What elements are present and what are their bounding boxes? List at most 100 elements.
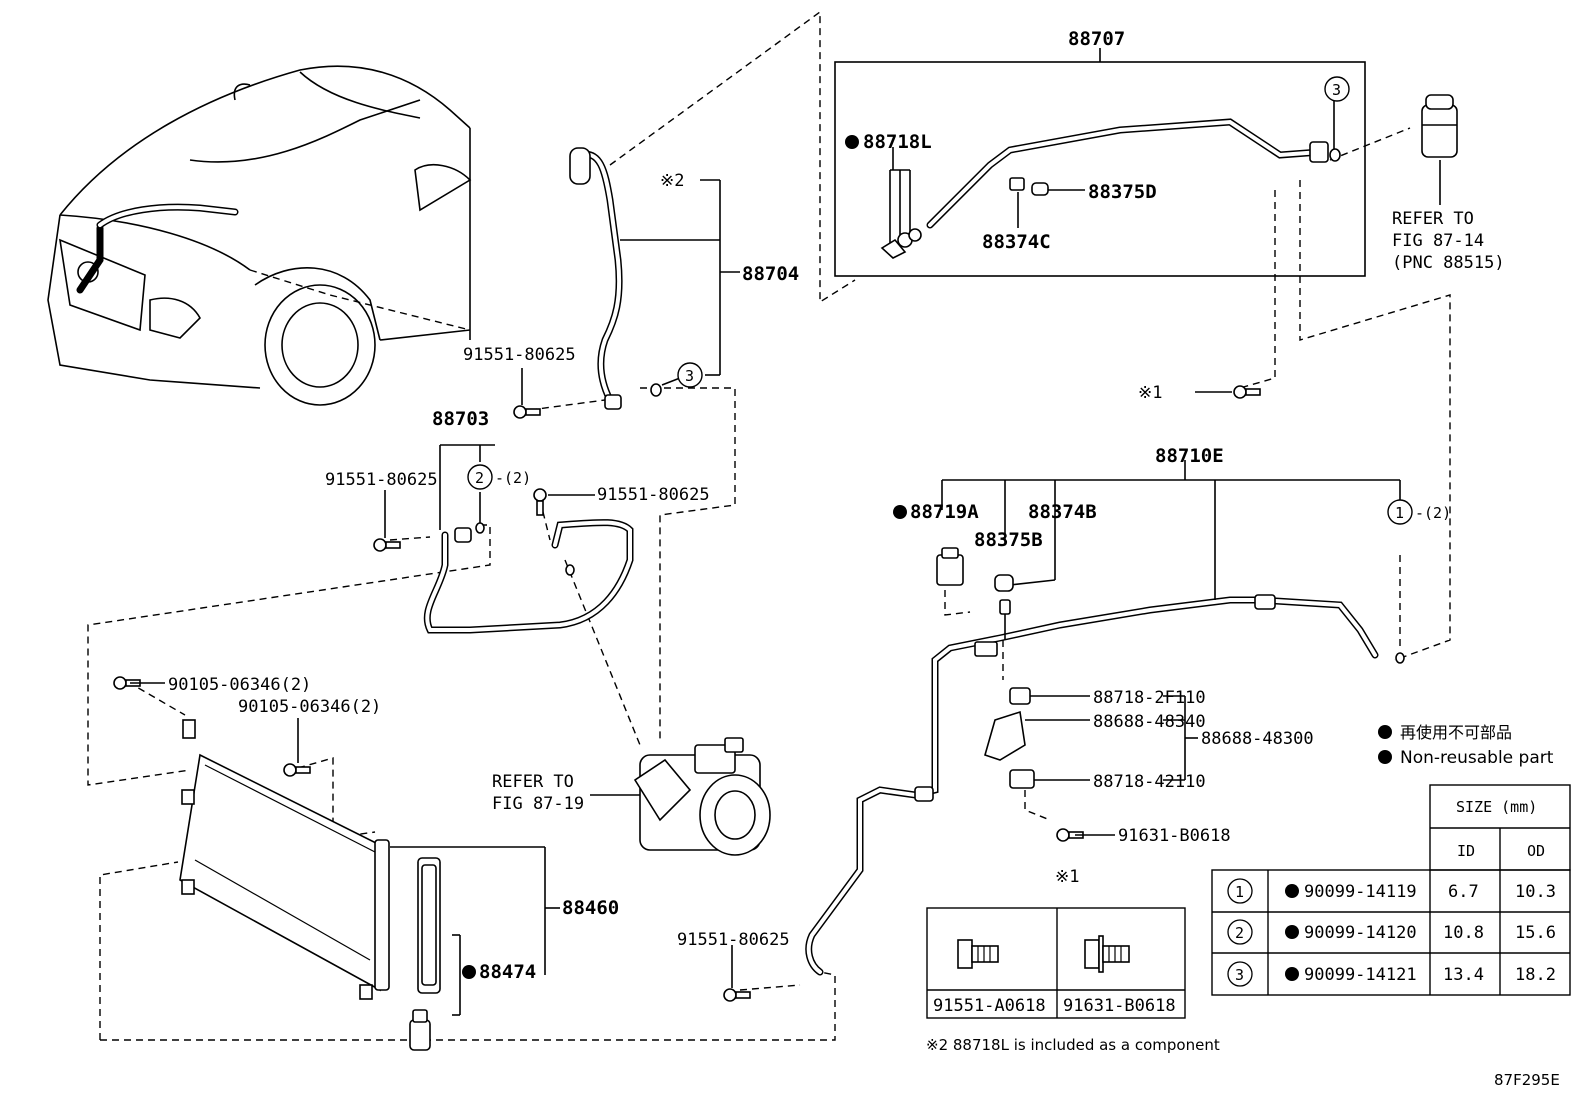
table-row-od: 18.2: [1515, 965, 1556, 985]
non-reusable-dot-icon: [1285, 884, 1299, 898]
table-row-circle: 1: [1235, 883, 1244, 901]
table-row-part: 90099-14121: [1304, 965, 1417, 985]
label-88375D: 88375D: [1088, 181, 1157, 203]
bolt-box-left: 91551-A0618: [933, 996, 1046, 1016]
non-reusable-dot-icon: [893, 505, 907, 519]
label-91631-B0618: 91631-B0618: [1118, 826, 1231, 846]
table-row-circle: 2: [1235, 924, 1244, 942]
label-88375B: 88375B: [974, 529, 1043, 551]
leader-lines: [130, 147, 1232, 988]
circle-3-table: [1227, 961, 1253, 987]
label-91551-c: 91551-80625: [597, 485, 710, 505]
vehicle-illustration: [47, 65, 472, 406]
bolt-icon: [1233, 385, 1261, 399]
assembly-88707-box: [834, 48, 1366, 277]
label-refer-line2: FIG 87-14: [1392, 231, 1484, 251]
table-row-part: 90099-14119: [1304, 882, 1417, 902]
note2-mark: ※2: [660, 171, 684, 191]
circle-2-qty: -(2): [495, 469, 531, 487]
label-91551-a: 91551-80625: [463, 345, 576, 365]
circle-2: [467, 464, 493, 490]
legend-jp: 再使用不可部品: [1400, 723, 1512, 742]
callout-labels: 88707 88718L 88375D 88374C REFER TO FIG …: [168, 28, 1560, 1089]
label-88719A: 88719A: [910, 501, 979, 523]
bolt-icon: [723, 988, 751, 1002]
legend: 再使用不可部品 Non-reusable part: [1378, 723, 1554, 768]
non-reusable-dot-icon: [462, 965, 476, 979]
label-88710E: 88710E: [1155, 445, 1224, 467]
hose-88704: [569, 147, 740, 410]
compressor-illustration: [590, 737, 771, 856]
label-88718-42110: 88718-42110: [1093, 772, 1206, 792]
non-reusable-dot-icon: [1285, 925, 1299, 939]
hose-88703: [423, 444, 634, 634]
legend-en: Non-reusable part: [1400, 748, 1554, 768]
circle-3-top: [1324, 76, 1350, 102]
bolt-box-mark: ※1: [1055, 867, 1079, 887]
label-88474: 88474: [479, 961, 536, 983]
label-refer-comp-line1: REFER TO: [492, 772, 574, 792]
label-88703: 88703: [432, 408, 489, 430]
table-row-circle: 3: [1235, 966, 1244, 984]
label-refer-comp-line2: FIG 87-19: [492, 794, 584, 814]
label-91551-b: 91551-80625: [325, 470, 438, 490]
non-reusable-dot-icon: [1378, 725, 1392, 739]
table-row: 2 90099-14120 10.8 15.6: [1227, 919, 1556, 945]
table-header-od: OD: [1527, 842, 1545, 860]
diagram-code: 87F295E: [1494, 1071, 1560, 1089]
table-row-id: 6.7: [1448, 882, 1479, 902]
table-row-part: 90099-14120: [1304, 923, 1417, 943]
bolt-icon: [373, 538, 401, 552]
table-header-size: SIZE (mm): [1456, 798, 1537, 816]
bolt-icon: [283, 763, 311, 777]
bracket-group: [984, 687, 1198, 789]
bolt-icon: [513, 405, 541, 419]
bolt-box-right: 91631-B0618: [1063, 996, 1176, 1016]
label-88718L: 88718L: [863, 131, 932, 153]
label-90105-b: 90105-06346(2): [238, 697, 381, 717]
note1-mark-left: ※1: [1138, 383, 1162, 403]
circle-1: [1387, 499, 1413, 525]
label-88688-48300: 88688-48300: [1201, 729, 1314, 749]
bolts: [113, 385, 1261, 1002]
label-90105-a: 90105-06346(2): [168, 675, 311, 695]
circle-2-text: 2: [475, 469, 484, 487]
oring-size-table: SIZE (mm) ID OD 1 90099-14119 6.7 10.3 2…: [1211, 784, 1571, 996]
label-88688-48340: 88688-48340: [1093, 712, 1206, 732]
circle-1-text: 1: [1395, 504, 1404, 522]
non-reusable-dot-icon: [845, 135, 859, 149]
table-row-od: 10.3: [1515, 882, 1556, 902]
footnote: ※2 88718L is included as a component: [926, 1036, 1220, 1054]
circle-3-mid-text: 3: [685, 367, 694, 385]
label-refer-line1: REFER TO: [1392, 209, 1474, 229]
circle-1-qty: -(2): [1415, 504, 1451, 522]
table-row-od: 15.6: [1515, 923, 1556, 943]
pipe-88710E: [805, 460, 1405, 976]
table-row-id: 13.4: [1443, 965, 1484, 985]
circle-3-mid: [677, 362, 703, 388]
label-88704: 88704: [742, 263, 799, 285]
label-91551-d: 91551-80625: [677, 930, 790, 950]
dashed-relation-lines: [87, 10, 1451, 1041]
label-88460: 88460: [562, 897, 619, 919]
non-reusable-dot-icon: [1285, 967, 1299, 981]
label-88707: 88707: [1068, 28, 1125, 50]
bolt-reference-box: ※1 91551-A0618 91631-B0618: [926, 867, 1186, 1019]
label-88718-2F110: 88718-2F110: [1093, 688, 1206, 708]
circle-1-table: [1227, 878, 1253, 904]
table-row: 1 90099-14119 6.7 10.3: [1227, 878, 1556, 904]
label-88374C: 88374C: [982, 231, 1051, 253]
table-header-id: ID: [1457, 842, 1475, 860]
bolt-icon: [533, 488, 547, 516]
flange-bolt-icon: [957, 939, 999, 969]
flange-bolt-icon: [1084, 935, 1130, 973]
table-row-id: 10.8: [1443, 923, 1484, 943]
circle-3-top-text: 3: [1332, 81, 1341, 99]
non-reusable-dot-icon: [1378, 750, 1392, 764]
condenser-illustration: [179, 719, 560, 1051]
label-88374B: 88374B: [1028, 501, 1097, 523]
label-refer-line3: (PNC 88515): [1392, 253, 1505, 273]
table-row: 3 90099-14121 13.4 18.2: [1227, 961, 1556, 987]
circle-2-table: [1227, 919, 1253, 945]
